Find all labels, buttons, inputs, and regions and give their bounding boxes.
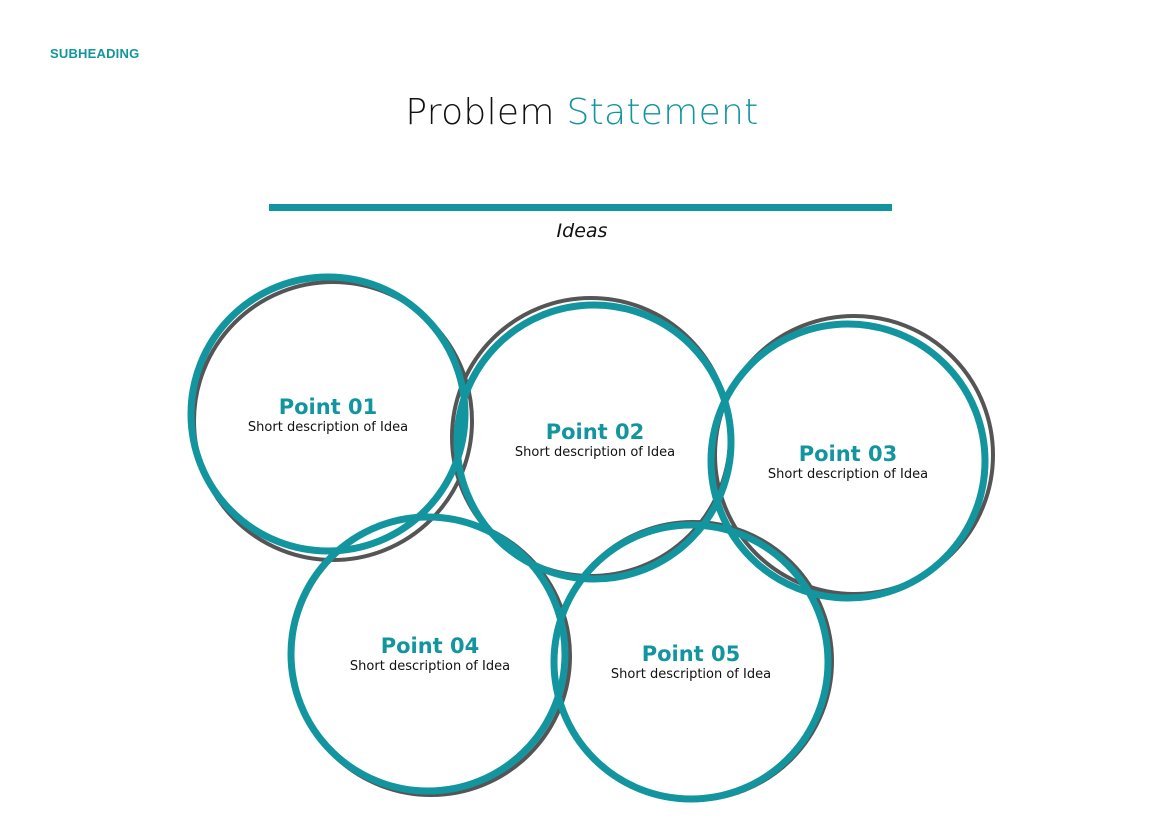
point-04-label: Point 04 Short description of Idea <box>300 634 560 675</box>
point-01-title: Point 01 <box>278 395 378 419</box>
circle-point-03-shadow <box>713 314 995 596</box>
point-02-label: Point 02 Short description of Idea <box>465 420 725 461</box>
point-01-description: Short description of Idea <box>247 420 409 435</box>
section-label: Ideas <box>556 220 608 242</box>
point-02-description: Short description of Idea <box>514 445 676 460</box>
circle-point-02 <box>453 301 735 583</box>
point-01-label: Point 01 Short description of Idea <box>198 395 458 436</box>
page-title: Problem Statement <box>0 92 1164 133</box>
point-02-title: Point 02 <box>545 420 645 444</box>
title-main: Problem <box>405 92 555 133</box>
circle-point-01 <box>187 273 469 555</box>
title-accent: Statement <box>566 92 759 133</box>
point-03-label: Point 03 Short description of Idea <box>718 442 978 483</box>
point-04-title: Point 04 <box>380 634 480 658</box>
point-04-description: Short description of Idea <box>349 659 511 674</box>
point-05-description: Short description of Idea <box>610 667 772 682</box>
point-05-title: Point 05 <box>641 642 741 666</box>
circle-point-05 <box>550 521 832 803</box>
title-divider <box>269 204 892 211</box>
point-05-label: Point 05 Short description of Idea <box>561 642 821 683</box>
circle-point-03 <box>707 320 989 602</box>
point-03-description: Short description of Idea <box>767 467 929 482</box>
circle-point-04 <box>287 513 569 795</box>
point-03-title: Point 03 <box>798 442 898 466</box>
subheading: SUBHEADING <box>50 46 140 61</box>
